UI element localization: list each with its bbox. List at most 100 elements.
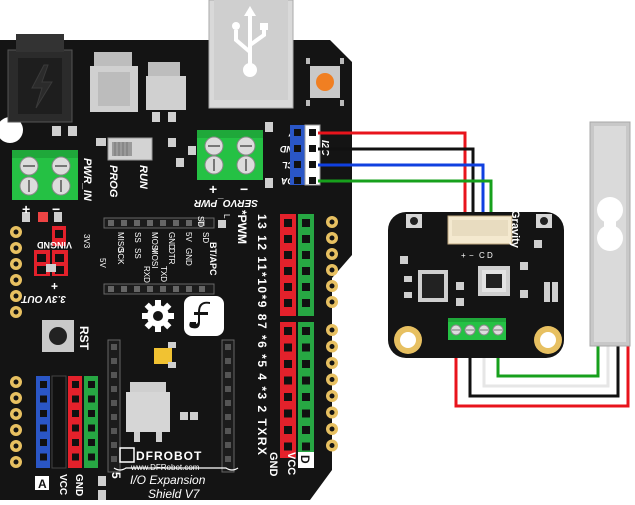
vcc-bottom-label: VCC [285,452,297,475]
socket-pin [111,358,117,364]
mcu-chip [478,266,510,296]
pin-hole [284,360,292,368]
gold-pin-hole [329,344,335,349]
a-badge [35,476,49,490]
pin-hole [284,327,292,335]
pin-hole [56,410,63,417]
spi-label: DTR [167,248,176,265]
yellow-capacitor [154,348,172,364]
bt-l-label: L [222,214,231,219]
spi-pin [147,220,153,226]
spi-pin [160,286,166,292]
reset-button-top[interactable] [306,58,344,106]
pin-hole [302,343,310,352]
pin-hole [302,219,310,227]
mounting-hole [0,117,23,143]
dfrobot-logo-icon [184,296,224,336]
spi-pin [199,286,205,292]
pin-hole [88,381,95,388]
gravity-label: Gravity [509,210,521,249]
pin-hole [284,442,292,451]
gold-pin-hole [329,327,335,333]
pin-hole [40,439,47,446]
spi-pin [173,220,179,226]
io-expansion-shield: + − PWR_IN PROG RUN + − SERVO_PWR 5V [0,0,352,501]
rst-label: RST [77,326,91,351]
pin-hole [88,395,95,403]
pin-hole [284,376,292,385]
pin-hole [284,283,292,291]
spi-label: SS [133,232,142,243]
spi-label: MOSI [150,248,159,268]
pin-hole [302,235,310,243]
pin-hole [302,393,310,401]
pin-hole [302,299,310,307]
socket-pin [225,456,231,462]
spi-label: SCK [116,248,125,265]
i2c-header [290,124,321,186]
pin-hole [284,235,292,243]
pin-hole [88,453,95,461]
vin-gnd-header [52,226,66,246]
run-label: RUN [137,165,149,190]
gold-pin-hole [329,251,335,257]
spi-label: 5V [184,232,193,242]
socket-pin [225,358,231,364]
socket-pin [111,386,117,392]
socket-pin [225,344,231,350]
pin-hole [56,453,63,461]
spi-pin [108,220,114,226]
pin-hole [284,393,292,401]
v33-label: 3V3 [82,234,91,249]
wire-lc-white [482,338,610,388]
gold-pin-hole [329,219,335,225]
spi-pin [121,220,127,226]
socket-pin [225,400,231,406]
module-button-left[interactable] [406,214,422,228]
pwr-in-plus: + [22,201,30,217]
v33-out-plus: + [51,279,58,293]
d-badge [298,452,314,468]
hx711-chip [418,270,448,302]
spi-label: SD [201,232,210,243]
prog-run-switch[interactable] [107,137,153,161]
pin-hole [302,409,310,418]
pin-hole [302,267,310,275]
dc-jack [7,34,73,123]
shield-name-line2: Shield V7 [148,487,201,500]
pin-hole [284,299,292,307]
rst-button[interactable] [42,320,74,352]
hx711-module: Gravity + − C D [388,210,564,358]
pwr-in-label: PWR_IN [81,158,93,202]
socket-pin [111,414,117,420]
v33-out-label: 3.3V OUT [21,293,66,304]
gold-pin-hole [329,360,335,366]
spi-pin [121,286,127,292]
load-cell [589,121,631,347]
v5-label: 5V [98,258,107,268]
pin-hole [72,439,79,446]
spi-pin [186,220,192,226]
digital-pin-holes [284,219,310,451]
spi-pin [134,220,140,226]
tx-rx-leds [98,476,106,500]
sd-label: SD [196,216,205,227]
d-label: D [298,455,312,464]
pin-hole [284,219,292,227]
spi-label: TXD [159,266,168,282]
svg-text:+: + [461,251,466,260]
pwr-in-terminal [12,150,78,200]
socket-pin [111,442,117,448]
servo-pwr-label: SERVO_PWR [193,197,258,208]
shield-name-line1: I/O Expansion [130,473,206,487]
pin-hole [302,283,310,291]
gold-pin-hole [329,410,335,415]
bt-apc-label: BT/APC [208,242,218,276]
analog-pin-holes [40,381,95,461]
pin-hole [284,251,292,259]
svg-text:C: C [479,251,485,260]
spi-label: GND [167,232,176,250]
module-button-right[interactable] [536,214,552,228]
